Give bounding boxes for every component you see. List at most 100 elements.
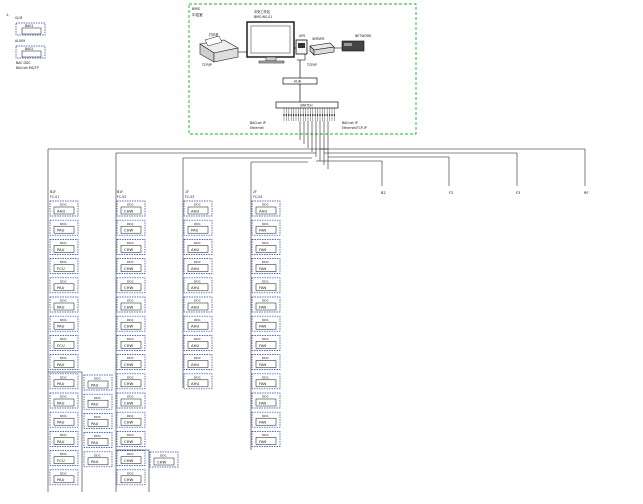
unit-inner-box <box>53 245 75 253</box>
unit-frame <box>49 239 79 255</box>
unit-top-label: DDC <box>262 241 269 245</box>
control-room-title: BMS <box>192 7 201 11</box>
unit-frame <box>251 277 281 294</box>
unit-label: PAU <box>57 304 65 309</box>
unit-frame <box>49 450 79 466</box>
unit-frame <box>116 392 146 409</box>
unit-inner-box <box>187 341 209 349</box>
legend-box-1-inner <box>21 27 42 35</box>
switch-port-dot <box>297 114 300 116</box>
switch-port-dot <box>328 114 331 116</box>
branch-labels: B2 F2 F3 RF <box>381 191 589 195</box>
unit-top-label: DDC <box>262 433 269 437</box>
control-room-frame <box>188 3 417 135</box>
unit-frame <box>183 315 213 332</box>
unit-inner-box <box>255 341 277 349</box>
unit-top-label: DDC <box>194 203 201 207</box>
unit-top-label: DDC <box>127 299 134 303</box>
unit-frame <box>183 200 213 217</box>
unit-top-label: DDC <box>262 375 269 379</box>
unit-top-label: DDC <box>194 375 201 379</box>
switch-port-dot <box>333 114 336 116</box>
unit-frame <box>183 373 213 390</box>
unit-top-label: DDC <box>60 433 67 437</box>
unit-label: FCU <box>57 343 65 348</box>
unit-label: FAN <box>259 362 266 367</box>
unit-frame <box>251 315 281 332</box>
unit-top-label: DDC <box>127 414 134 418</box>
unit-label: FAN <box>259 420 266 425</box>
switch-port-dot <box>314 114 317 116</box>
unit-top-label: DDC <box>127 356 134 360</box>
unit-inner-box <box>187 206 209 215</box>
unit-label: AHU <box>191 362 199 367</box>
unit-label: FAN <box>259 324 266 329</box>
unit-top-label: DDC <box>127 433 134 437</box>
printer-caption: TCP/IP <box>201 63 212 67</box>
unit-top-label: DDC <box>194 260 201 264</box>
unit-inner-box <box>87 380 109 389</box>
unit-top-label: DDC <box>60 452 67 456</box>
switch-port-dot <box>331 114 333 116</box>
unit-label: AHU <box>191 381 199 386</box>
unit-label: CHW <box>124 324 134 329</box>
unit-frame <box>251 373 281 390</box>
unit-inner-box <box>53 417 75 426</box>
unit-inner-box <box>187 283 209 292</box>
unit-top-label: DDC <box>127 203 134 207</box>
switch-port-dot <box>324 114 326 116</box>
unit-inner-box <box>187 245 209 253</box>
unit-frame <box>49 219 79 236</box>
network-device-label: NETWORK <box>355 34 372 38</box>
unit-label: CHW <box>124 304 134 309</box>
unit-frame <box>183 219 213 236</box>
unit-label: CHW <box>124 266 134 271</box>
unit-top-label: DDC <box>194 241 201 245</box>
unit-frame <box>83 451 113 468</box>
right-note-2: Ethernet/TCP-IP <box>342 126 367 130</box>
unit-top-label: DDC <box>262 203 269 207</box>
unit-top-label: DDC <box>194 318 201 322</box>
right-note-1: BACnet IP <box>342 121 358 125</box>
unit-frame <box>49 411 79 428</box>
unit-inner-box <box>153 457 175 466</box>
unit-frame <box>183 277 213 294</box>
unit-inner-box <box>187 302 209 311</box>
monitor-icon <box>246 21 295 64</box>
unit-top-label: DDC <box>60 395 67 399</box>
unit-frame <box>116 296 146 313</box>
unit-inner-box <box>120 302 142 311</box>
unit-label: CHW <box>124 362 134 367</box>
switch-port-dot <box>326 114 329 116</box>
unit-label: PAU <box>57 400 65 405</box>
unit-frame <box>49 373 79 390</box>
unit-inner-box <box>120 206 142 215</box>
unit-frame <box>116 200 146 217</box>
unit-frame <box>251 335 281 351</box>
unit-inner-box <box>53 225 75 234</box>
unit-top-label: DDC <box>127 318 134 322</box>
unit-top-label: DDC <box>127 222 134 226</box>
legend-box2-label: BA02 <box>25 47 33 51</box>
controller-unit: DDC AHU <box>183 373 213 390</box>
legend-marker: 1. <box>6 13 9 17</box>
unit-inner-box <box>120 360 142 368</box>
printer-icon <box>199 35 239 63</box>
